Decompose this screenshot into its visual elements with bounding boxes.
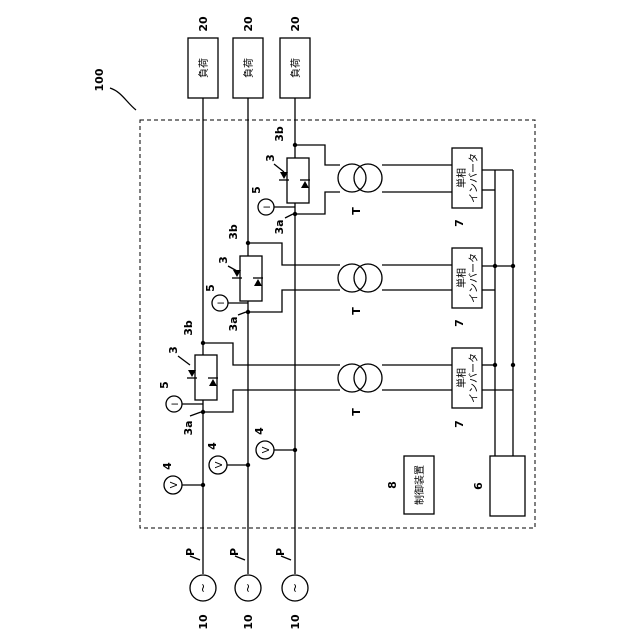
ammeter-2-ref: 5: [204, 284, 217, 292]
source-1-line-ref: P: [184, 548, 197, 556]
load-3-text: 負荷: [290, 58, 302, 78]
inverter-2-line2: インバータ: [468, 253, 480, 303]
controller-ref: 8: [386, 481, 399, 489]
source-3-line-ref: P: [274, 548, 287, 556]
source-1-symbol: ~: [196, 583, 210, 593]
source-3: ~ 10 P: [274, 548, 308, 630]
ammeter-3-symbol: I: [263, 206, 273, 209]
switch-2-ref: 3: [217, 256, 230, 264]
voltmeter-2-symbol: V: [214, 461, 225, 468]
controller-text: 制御装置: [413, 465, 426, 505]
source-3-symbol: ~: [288, 583, 302, 593]
transformer-2-ref: T: [350, 307, 363, 315]
dc-source: 6: [472, 456, 525, 516]
system-leader-line: [110, 88, 136, 110]
inverter-3-line1: 単相: [455, 168, 468, 188]
switch-3-terminal-a: 3a: [273, 219, 286, 234]
unit-1: I 5 3 3b 3a T 単相 インバータ 7: [158, 320, 513, 435]
inverter-1-ref: 7: [453, 420, 466, 428]
source-3-ref: 10: [289, 614, 302, 630]
source-1: ~ 10 P: [184, 548, 216, 630]
voltmeter-3: V 4: [253, 427, 297, 459]
voltmeter-3-ref: 4: [253, 427, 266, 435]
switch-1-ref: 3: [167, 346, 180, 354]
ammeter-1-symbol: I: [171, 403, 181, 406]
switch-1-terminal-b: 3b: [182, 320, 195, 336]
voltmeter-2: V 4: [206, 442, 250, 474]
inverter-2-line1: 単相: [455, 268, 468, 288]
source-2-symbol: ~: [241, 583, 255, 593]
switch-1-terminal-a: 3a: [182, 420, 195, 435]
switch-3-terminal-b: 3b: [273, 126, 286, 142]
source-1-ref: 10: [197, 614, 210, 630]
source-2: ~ 10 P: [228, 548, 261, 630]
voltmeter-1-ref: 4: [161, 462, 174, 470]
switch-1: [187, 355, 218, 400]
switch-3-ref: 3: [264, 154, 277, 162]
transformer-3-ref: T: [350, 207, 363, 215]
load-1-text: 負荷: [198, 58, 210, 78]
load-3: 負荷 20: [280, 16, 310, 98]
ammeter-3-ref: 5: [250, 186, 263, 194]
system-label: 100: [93, 68, 106, 91]
dc-source-ref: 6: [472, 482, 485, 490]
load-1-ref: 20: [197, 16, 210, 32]
voltmeter-1-symbol: V: [169, 481, 180, 488]
load-3-ref: 20: [289, 16, 302, 32]
ammeter-2-symbol: I: [217, 302, 227, 305]
switch-3: [279, 158, 310, 203]
switch-2: [232, 256, 263, 301]
voltmeter-2-ref: 4: [206, 442, 219, 450]
unit-2: I 5 3 3b 3a T 単相 インバータ 7: [204, 224, 513, 331]
load-2-text: 負荷: [243, 58, 255, 78]
inverter-3-line2: インバータ: [468, 153, 480, 203]
inverter-1-line1: 単相: [455, 368, 468, 388]
load-1: 負荷 20: [188, 16, 218, 98]
controller: 制御装置 8: [386, 456, 434, 514]
switch-2-terminal-b: 3b: [227, 224, 240, 240]
load-2: 負荷 20: [233, 16, 263, 98]
inverter-3-ref: 7: [453, 219, 466, 227]
voltmeter-1: V 4: [161, 462, 205, 494]
load-2-ref: 20: [242, 16, 255, 32]
switch-2-terminal-a: 3a: [227, 316, 240, 331]
voltmeter-3-symbol: V: [261, 446, 272, 453]
source-2-ref: 10: [242, 614, 255, 630]
transformer-1-ref: T: [350, 408, 363, 416]
source-2-line-ref: P: [228, 548, 241, 556]
inverter-2-ref: 7: [453, 319, 466, 327]
inverter-1-line2: インバータ: [468, 353, 480, 403]
ammeter-1-ref: 5: [158, 381, 171, 389]
unit-3: I 5 3 3b 3a T 単相 インバータ 7: [250, 126, 513, 234]
